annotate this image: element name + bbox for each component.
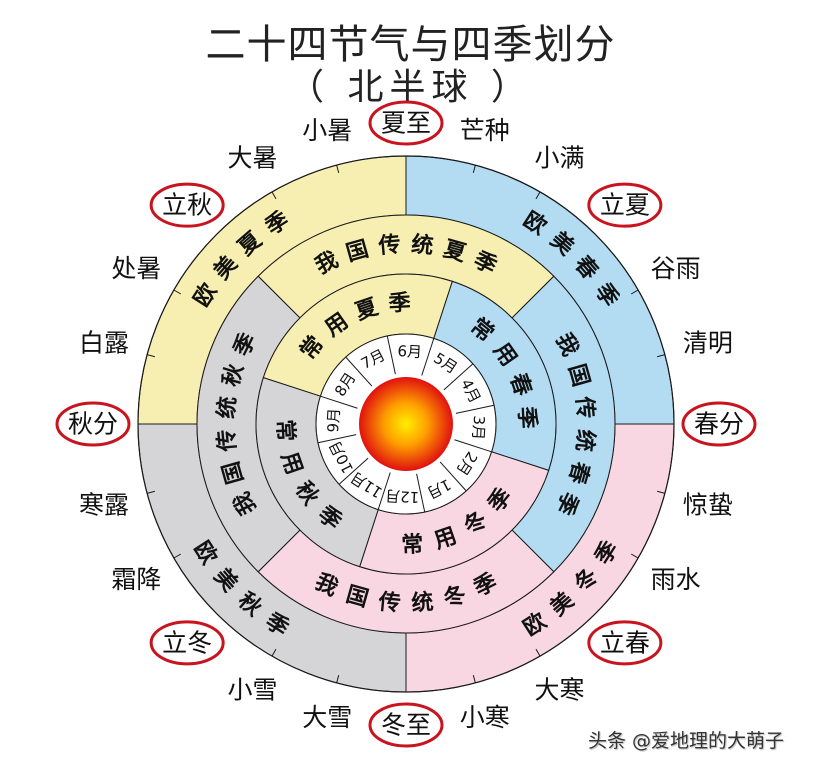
- sun-icon: [359, 377, 453, 471]
- solar-term-key: 春分: [681, 401, 757, 447]
- svg-text:寒露: 寒露: [79, 490, 129, 519]
- svg-text:传: 传: [376, 231, 401, 259]
- svg-text:夏至: 夏至: [381, 109, 431, 138]
- svg-text:传: 传: [376, 589, 401, 617]
- month-label: 6月: [397, 342, 422, 361]
- middle-ring-traditional-chinese-seasons: 我国传统夏季我国传统春季我国传统冬季我国传统秋季: [196, 214, 616, 634]
- svg-text:统: 统: [410, 231, 434, 259]
- svg-text:雨水: 雨水: [651, 565, 701, 594]
- svg-text:秋分: 秋分: [68, 410, 118, 439]
- solar-term-regular: 芒种: [460, 116, 510, 145]
- highlight-circle-icon: [149, 182, 225, 228]
- svg-text:立秋: 立秋: [162, 191, 212, 220]
- svg-text:统: 统: [571, 428, 599, 452]
- svg-text:大暑: 大暑: [227, 144, 277, 173]
- highlight-circle-icon: [368, 702, 444, 748]
- solar-term-regular: 霜降: [111, 565, 161, 594]
- svg-text:小暑: 小暑: [302, 116, 352, 145]
- solar-term-regular: 小满: [534, 144, 584, 173]
- svg-text:统: 统: [213, 395, 241, 419]
- solar-term-regular: 雨水: [651, 565, 701, 594]
- month-label: 12月: [385, 487, 420, 507]
- svg-text:季: 季: [388, 290, 411, 317]
- svg-text:季: 季: [513, 406, 540, 429]
- svg-text:立夏: 立夏: [600, 191, 650, 220]
- svg-text:清明: 清明: [683, 329, 733, 358]
- svg-text:立春: 立春: [600, 628, 650, 657]
- highlight-circle-icon: [587, 182, 663, 228]
- solar-term-regular: 小寒: [460, 703, 510, 732]
- solar-term-regular: 小雪: [227, 675, 277, 704]
- svg-text:霜降: 霜降: [111, 565, 161, 594]
- watermark-credit: 头条 @爱地理的大萌子: [588, 730, 785, 752]
- svg-text:惊蛰: 惊蛰: [683, 490, 733, 519]
- svg-text:常: 常: [401, 531, 424, 558]
- solar-term-regular: 谷雨: [651, 254, 701, 283]
- svg-text:处暑: 处暑: [111, 254, 161, 283]
- svg-text:冬至: 冬至: [381, 711, 431, 740]
- highlight-circle-icon: [55, 401, 131, 447]
- solar-term-key: 立秋: [149, 182, 225, 228]
- solar-term-key: 立春: [587, 620, 663, 666]
- inner-ring-common-seasons: 常用夏季常用春季常用冬季常用秋季: [255, 273, 557, 575]
- solar-term-ticks: [147, 165, 665, 683]
- solar-term-regular: 大暑: [227, 144, 277, 173]
- solar-term-regular: 寒露: [79, 490, 129, 519]
- highlight-circle-icon: [368, 100, 444, 146]
- svg-text:小寒: 小寒: [460, 703, 510, 732]
- month-label: 3月: [469, 415, 488, 440]
- svg-text:传: 传: [213, 428, 241, 453]
- svg-text:芒种: 芒种: [460, 116, 510, 145]
- solar-term-regular: 惊蛰: [683, 490, 733, 519]
- solar-term-key: 立夏: [587, 182, 663, 228]
- solar-term-key: 冬至: [368, 702, 444, 748]
- solar-term-regular: 处暑: [111, 254, 161, 283]
- highlight-circle-icon: [149, 620, 225, 666]
- solar-term-key: 夏至: [368, 100, 444, 146]
- svg-text:春分: 春分: [694, 410, 744, 439]
- diagram-title: 二十四节气与四季划分: [205, 22, 616, 68]
- highlight-circle-icon: [681, 401, 757, 447]
- solar-term-key: 秋分: [55, 401, 131, 447]
- month-label: 9月: [324, 407, 343, 432]
- svg-text:统: 统: [410, 589, 434, 617]
- solar-term-labels: 夏至芒种小满立夏谷雨清明春分惊蛰雨水立春大寒小寒冬至大雪小雪立冬 霜降 寒露 秋分 白露…: [55, 100, 757, 748]
- middle-label-summer: 我国传统夏季: [311, 231, 501, 279]
- solar-term-regular: 大寒: [534, 675, 584, 704]
- solar-term-regular: 清明: [683, 329, 733, 358]
- svg-text:大雪: 大雪: [302, 703, 352, 732]
- svg-text:白露: 白露: [79, 329, 129, 358]
- svg-text:常: 常: [272, 419, 299, 442]
- svg-text:立冬: 立冬: [162, 628, 212, 657]
- svg-text:大寒: 大寒: [534, 675, 584, 704]
- svg-text:传: 传: [571, 394, 599, 419]
- solar-term-regular: 大雪: [302, 703, 352, 732]
- svg-text:小雪: 小雪: [227, 675, 277, 704]
- solar-term-key: 立冬: [149, 620, 225, 666]
- highlight-circle-icon: [587, 620, 663, 666]
- solar-term-regular: 小暑: [302, 116, 352, 145]
- svg-text:小满: 小满: [534, 144, 584, 173]
- svg-text:谷雨: 谷雨: [651, 254, 701, 283]
- solar-term-regular: 白露: [79, 329, 129, 358]
